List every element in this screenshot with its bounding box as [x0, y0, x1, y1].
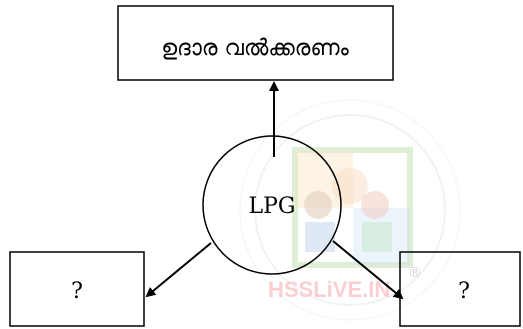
right-box: ? — [399, 251, 521, 327]
top-box: ഉദാര വൽക്കരണം — [117, 5, 394, 81]
center-label: LPG — [249, 194, 296, 219]
center-circle: LPG — [202, 135, 342, 275]
arrow-to-right-box — [332, 240, 404, 300]
top-box-label: ഉദാര വൽക്കരണം — [161, 36, 349, 61]
right-box-label: ? — [458, 279, 470, 304]
left-box-label: ? — [71, 279, 83, 304]
watermark-text: HSSLiVE.IN — [268, 277, 390, 302]
left-box: ? — [9, 251, 145, 327]
arrow-to-left-box — [145, 242, 212, 298]
watermark-registered-mark: ® — [408, 265, 422, 281]
